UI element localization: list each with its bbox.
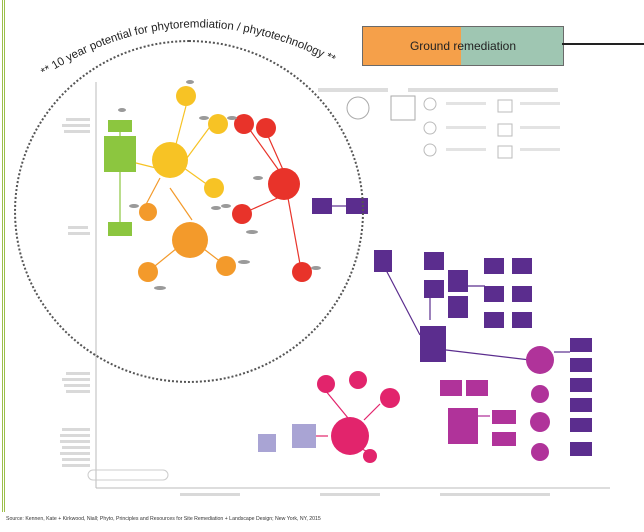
highlight-circle xyxy=(14,40,364,383)
lavender-nodes xyxy=(258,424,316,452)
legend-sprout-icon xyxy=(423,97,437,111)
banner-orange-segment xyxy=(363,27,461,65)
source-citation: Source: Kennen, Kate + Kirkwood, Niall; … xyxy=(6,516,321,522)
purple-nodes xyxy=(312,198,592,456)
banner-pointer-line xyxy=(562,43,644,45)
magenta-nodes xyxy=(440,346,554,461)
axis-key-pill xyxy=(87,469,169,481)
banner-label: Ground remediation xyxy=(409,39,517,53)
banner-green-segment xyxy=(461,27,563,65)
x-axis-labels xyxy=(180,493,550,496)
ground-remediation-banner: Ground remediation xyxy=(362,26,564,66)
legend xyxy=(318,88,560,159)
page-frame xyxy=(2,0,9,512)
legend-square-icon xyxy=(390,95,416,121)
legend-circle-icon xyxy=(346,96,370,120)
pink-nodes xyxy=(317,371,400,463)
